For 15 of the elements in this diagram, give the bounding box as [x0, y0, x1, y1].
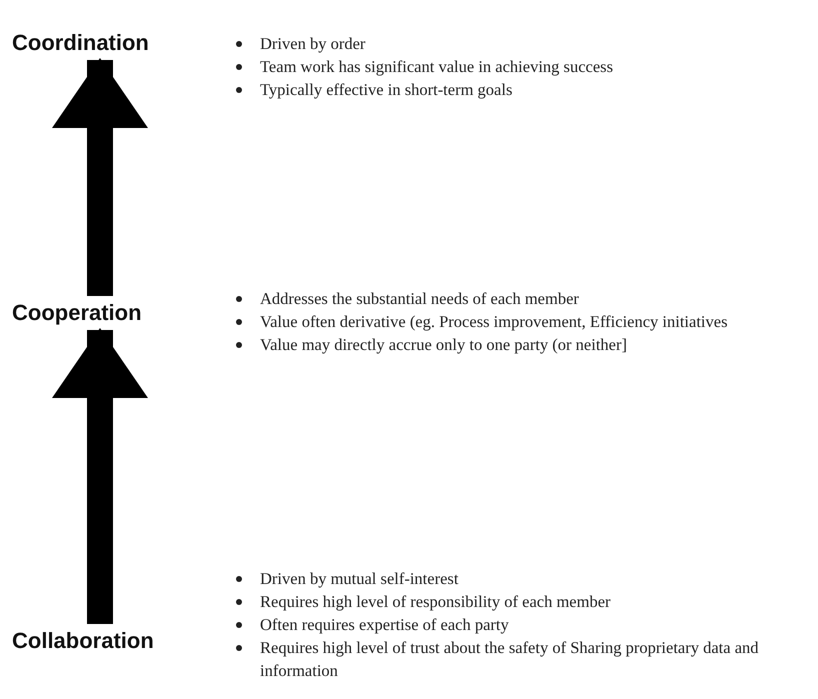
bullet-point: Driven by order [260, 34, 366, 53]
bullet-point: Driven by mutual self-interest [260, 569, 458, 588]
bullet-point: Often requires expertise of each party [260, 615, 509, 634]
bullet-point: Requires high level of responsibility of each member [260, 592, 611, 611]
bullet-point: Requires high level of trust about the safety of Sharing proprietary data and information [260, 638, 759, 680]
bullet-point: Addresses the substantial needs of each member [260, 289, 579, 308]
bullet-point: Value may directly accrue only to one party (or neither] [260, 335, 627, 354]
stage-label: Collaboration [12, 628, 154, 654]
bullet-point: Typically effective in short-term goals [260, 80, 512, 99]
stage-label: Cooperation [12, 300, 142, 326]
bullet-point: Team work has significant value in achieving success [260, 57, 614, 76]
stage-label: Coordination [12, 30, 149, 56]
bullet-point: Value often derivative (eg. Process improvement, Efficiency initiatives [260, 312, 728, 331]
block-arrow [52, 58, 148, 296]
block-arrow [52, 328, 148, 624]
